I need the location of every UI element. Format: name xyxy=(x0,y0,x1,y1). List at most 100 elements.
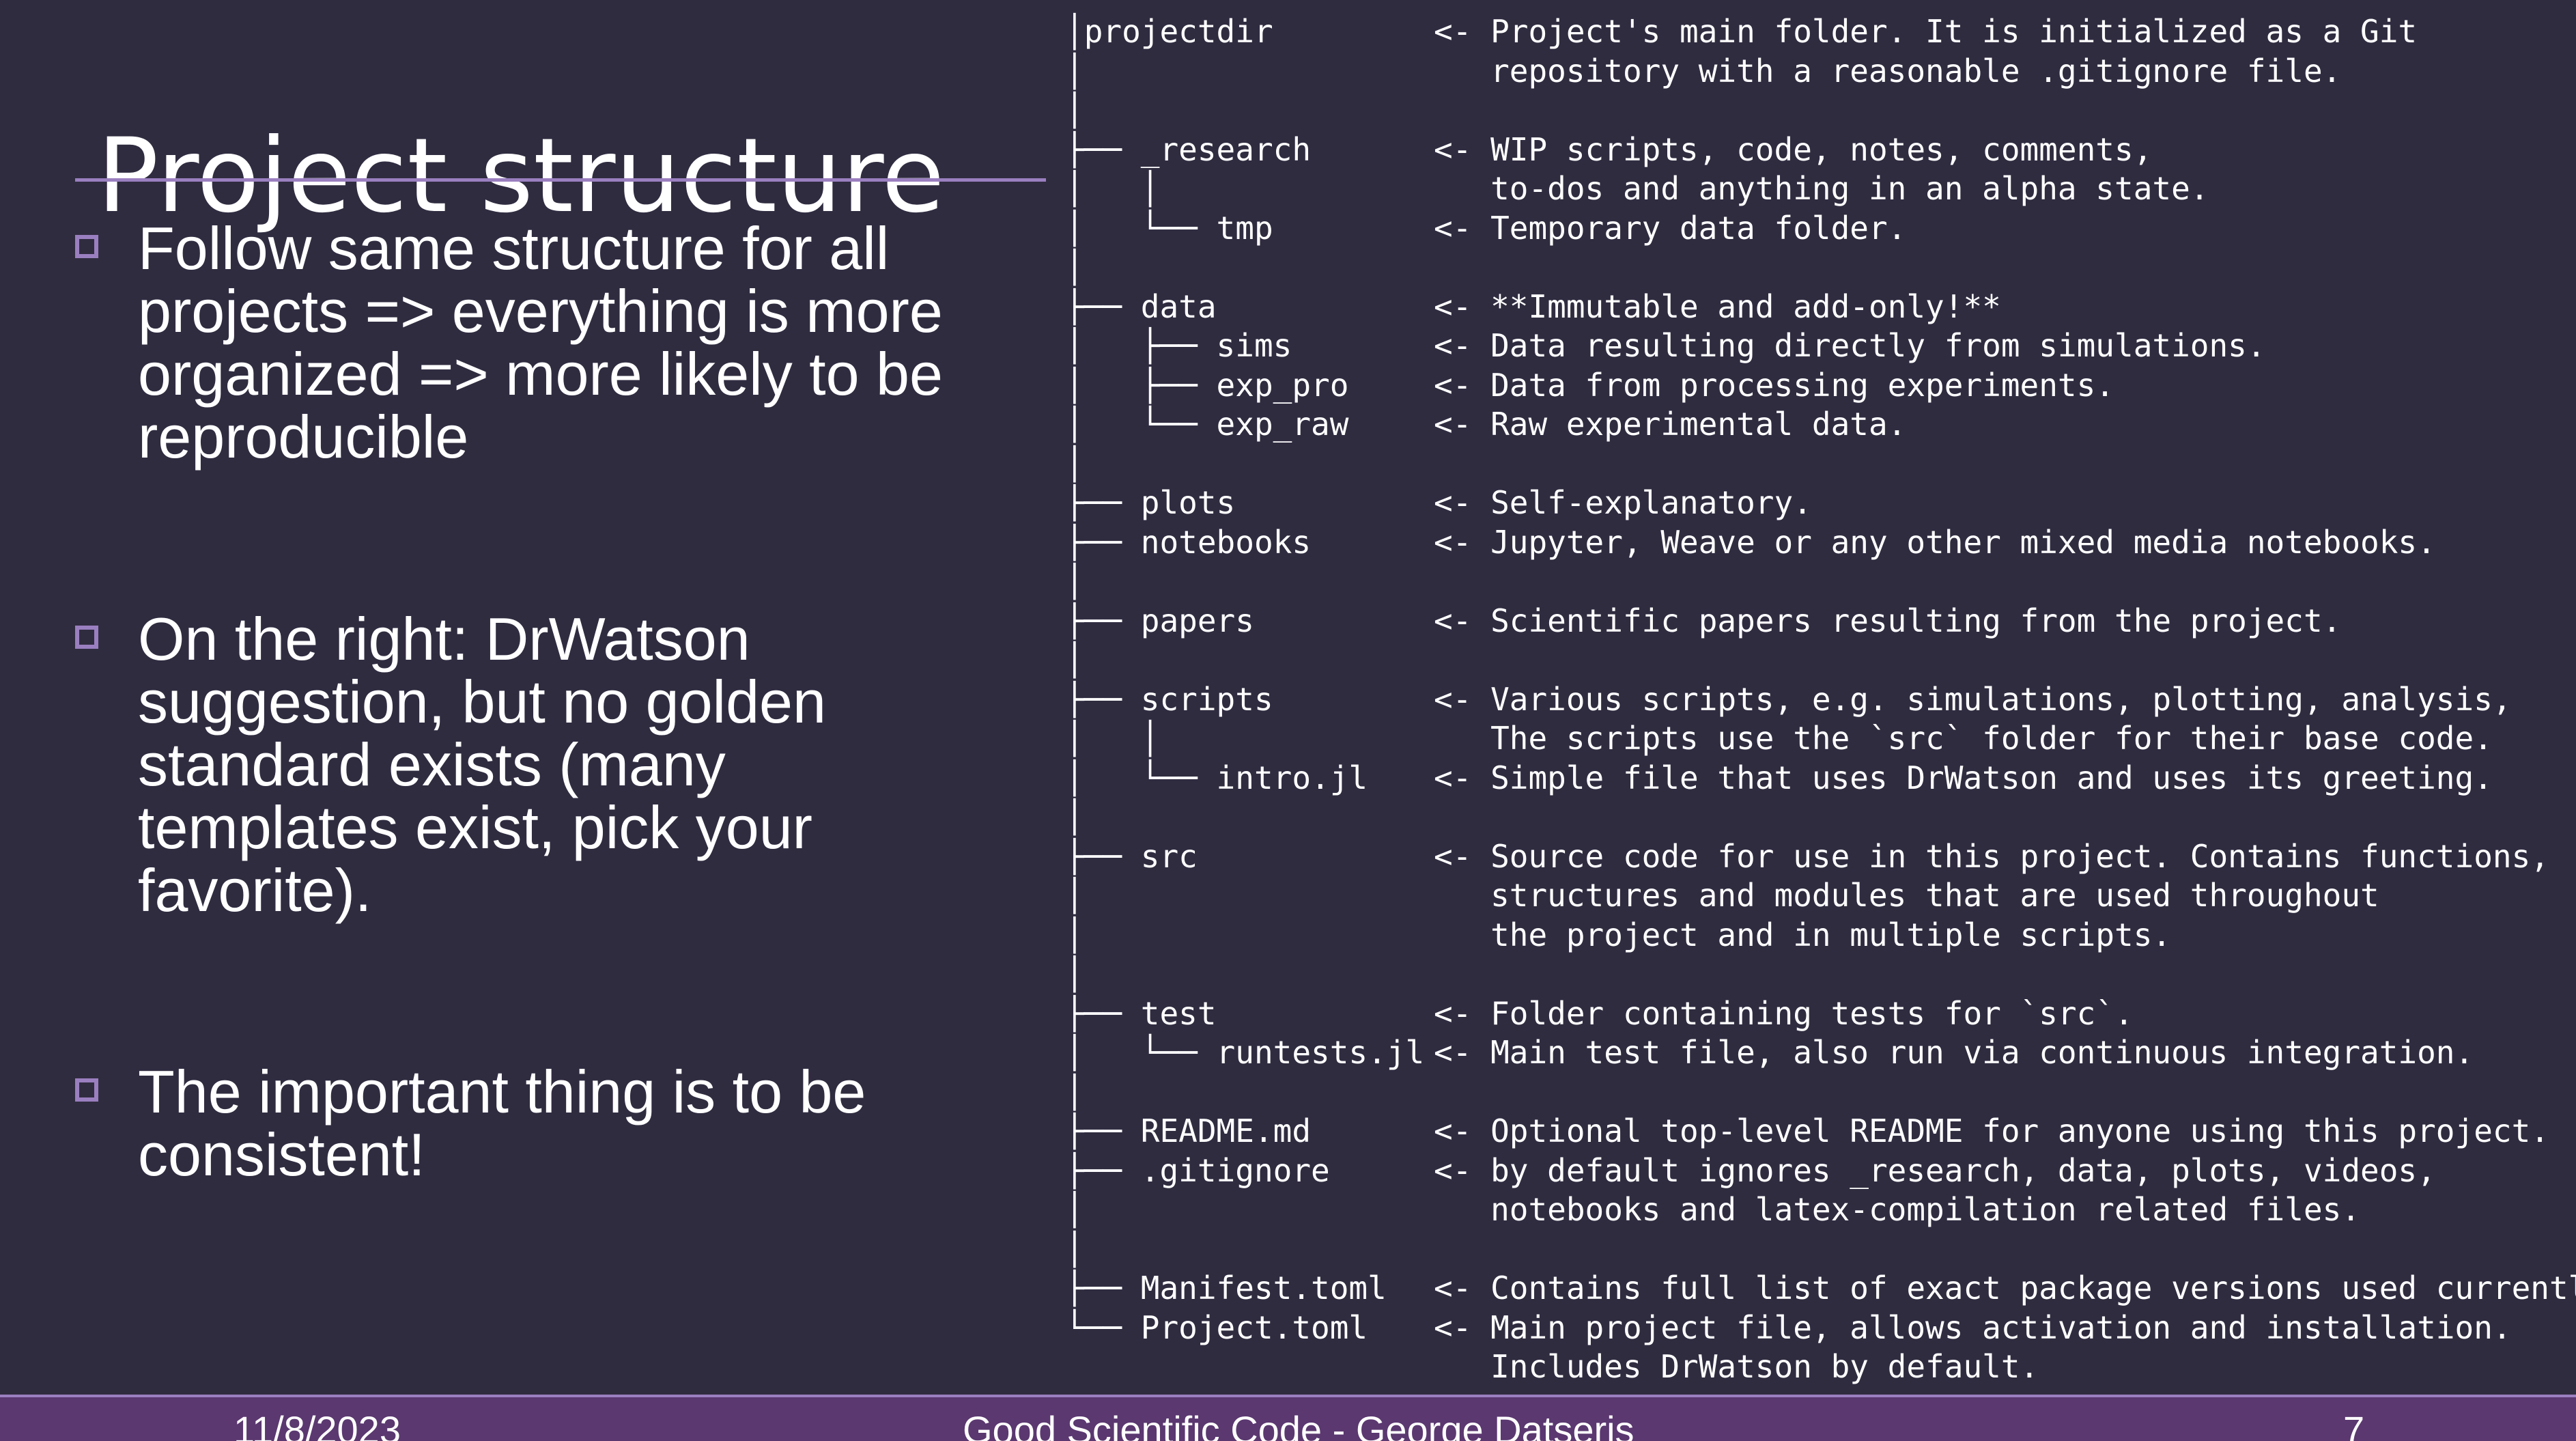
tree-row: │ ├── exp_pro <- Data from processing exp… xyxy=(1065,366,2576,406)
project-tree: │projectdir <- Project's main folder. It … xyxy=(1065,12,2576,1387)
tree-entry-name: ├── test xyxy=(1065,994,1217,1032)
tree-row: │ xyxy=(1065,641,2576,680)
tree-entry-description: The scripts use the `src` folder for the… xyxy=(1434,720,2493,757)
tree-entry-name: │ xyxy=(1065,1230,1084,1268)
tree-entry-name: │ ├── sims xyxy=(1065,327,1292,364)
tree-entry-name: │ └── runtests.jl xyxy=(1065,1034,1425,1071)
tree-row: │projectdir <- Project's main folder. It … xyxy=(1065,12,2576,52)
tree-row: ├── plots <- Self-explanatory. xyxy=(1065,484,2576,523)
tree-entry-name: │ xyxy=(1065,563,1084,600)
slide-title: Project structure xyxy=(97,116,945,236)
tree-entry-name: │ xyxy=(1065,916,1084,953)
tree-entry-name: └── Project.toml xyxy=(1065,1309,1368,1346)
bullet-text: On the right: DrWatson suggestion, but n… xyxy=(138,605,826,924)
tree-entry-name: ├── README.md xyxy=(1065,1113,1312,1149)
tree-entry-name: │ xyxy=(1065,92,1084,128)
tree-entry-name: ├── _research xyxy=(1065,130,1312,168)
tree-entry-description: <- Jupyter, Weave or any other mixed med… xyxy=(1434,523,2436,561)
tree-row: ├── README.md <- Optional top-level READM… xyxy=(1065,1112,2576,1151)
tree-entry-description: <- Main project file, allows activation … xyxy=(1434,1309,2512,1346)
tree-row: │ └── exp_raw<- Raw experimental data. xyxy=(1065,405,2576,445)
bullet-text: Follow same structure for all projects =… xyxy=(138,214,943,471)
tree-row: │ xyxy=(1065,798,2576,837)
tree-entry-description: <- Main test file, also run via continuo… xyxy=(1434,1034,2474,1071)
bullet-square-icon xyxy=(75,1078,98,1102)
tree-entry-description: <- Data resulting directly from simulati… xyxy=(1434,327,2266,364)
tree-row: ├── scripts <- Various scripts, e.g. simu… xyxy=(1065,680,2576,720)
tree-entry-name: │ xyxy=(1065,955,1084,992)
footer-bar: 11/8/2023 Good Scientific Code - George … xyxy=(0,1395,2576,1441)
tree-entry-name: │ └── tmp xyxy=(1065,209,1273,247)
tree-row: Includes DrWatson by default. xyxy=(1065,1347,2576,1387)
tree-row: ├── papers <- Scientific papers resulting… xyxy=(1065,602,2576,641)
bullet-text: The important thing is to be consistent! xyxy=(138,1058,866,1188)
tree-entry-name: ├── plots xyxy=(1065,484,1236,521)
tree-entry-name: ├── data xyxy=(1065,288,1217,325)
tree-entry-description: <- Various scripts, e.g. simulations, pl… xyxy=(1434,680,2512,718)
tree-row: │ xyxy=(1065,955,2576,994)
title-underline xyxy=(75,178,1046,182)
tree-entry-name: │ xyxy=(1065,641,1084,678)
tree-row: ├── test <- Folder containing tests for `… xyxy=(1065,994,2576,1034)
tree-entry-name: ├── papers xyxy=(1065,602,1254,639)
tree-entry-name: │ xyxy=(1065,249,1084,285)
tree-row: │ xyxy=(1065,1230,2576,1270)
tree-row: │ ├── sims <- Data resulting directly fro… xyxy=(1065,326,2576,366)
tree-entry-name: │ xyxy=(1065,798,1084,835)
tree-entry-description: repository with a reasonable .gitignore … xyxy=(1434,52,2342,89)
tree-entry-name: │ └── intro.jl xyxy=(1065,759,1368,796)
tree-entry-name: ├── scripts xyxy=(1065,680,1273,718)
tree-entry-description: <- Project's main folder. It is initiali… xyxy=(1434,13,2418,50)
tree-entry-name: ├── Manifest.toml xyxy=(1065,1270,1387,1306)
tree-entry-description: <- Optional top-level README for anyone … xyxy=(1434,1113,2549,1149)
tree-row: │ └── tmp<- Temporary data folder. xyxy=(1065,209,2576,249)
tree-entry-name: │ │ xyxy=(1065,720,1160,757)
tree-row: │ xyxy=(1065,248,2576,288)
tree-entry-description: <- by default ignores _research, data, p… xyxy=(1434,1151,2436,1189)
tree-entry-name: │ xyxy=(1065,52,1084,89)
tree-entry-description: notebooks and latex-compilation related … xyxy=(1434,1191,2361,1228)
tree-row: │ notebooks and latex-compilation relate… xyxy=(1065,1190,2576,1230)
tree-entry-description: the project and in multiple scripts. xyxy=(1434,916,2172,953)
bullet-square-icon xyxy=(75,235,98,258)
page-number: 7 xyxy=(2343,1408,2365,1441)
tree-entry-description: <- Source code for use in this project. … xyxy=(1434,837,2549,875)
tree-row: │ xyxy=(1065,1073,2576,1113)
tree-row: ├── data <- **Immutable and add-only!** xyxy=(1065,288,2576,327)
bullet-item: The important thing is to be consistent! xyxy=(75,1061,1058,1186)
tree-entry-name: ├── src xyxy=(1065,837,1198,875)
tree-entry-description: <- Contains full list of exact package v… xyxy=(1434,1270,2576,1306)
tree-row: ├── src <- Source code for use in this pr… xyxy=(1065,837,2576,877)
tree-row: ├── _research <- WIP scripts, code, notes… xyxy=(1065,130,2576,170)
bullet-item: Follow same structure for all projects =… xyxy=(75,217,1058,468)
tree-entry-description: <- Data from processing experiments. xyxy=(1434,366,2114,404)
tree-entry-description: to-dos and anything in an alpha state. xyxy=(1434,170,2209,207)
tree-row: │ └── intro.jl <- Simple file that uses D… xyxy=(1065,759,2576,798)
tree-entry-description: <- Raw experimental data. xyxy=(1434,406,1907,443)
tree-row: │ xyxy=(1065,445,2576,484)
tree-entry-description: <- Simple file that uses DrWatson and us… xyxy=(1434,759,2493,796)
tree-entry-name: │projectdir xyxy=(1065,13,1273,50)
tree-entry-name: ├── notebooks xyxy=(1065,523,1312,561)
tree-entry-description: <- WIP scripts, code, notes, comments, xyxy=(1434,130,2153,168)
tree-entry-name: │ xyxy=(1065,445,1084,482)
tree-entry-description: <- Self-explanatory. xyxy=(1434,484,1812,521)
tree-row: │ xyxy=(1065,91,2576,130)
tree-row: │ the project and in multiple scripts. xyxy=(1065,916,2576,955)
bullet-item: On the right: DrWatson suggestion, but n… xyxy=(75,608,1058,922)
tree-row: │ │ to-dos and anything in an alpha stat… xyxy=(1065,169,2576,209)
tree-entry-name: │ xyxy=(1065,877,1084,914)
tree-entry-description: <- Scientific papers resulting from the … xyxy=(1434,602,2342,639)
bullet-square-icon xyxy=(75,626,98,649)
tree-row: │ xyxy=(1065,562,2576,602)
tree-entry-description: structures and modules that are used thr… xyxy=(1434,877,2379,914)
tree-row: │ └── runtests.jl<- Main test file, also… xyxy=(1065,1033,2576,1073)
tree-row: ├── Manifest.toml <- Contains full list o… xyxy=(1065,1269,2576,1309)
tree-row: │ repository with a reasonable .gitignor… xyxy=(1065,52,2576,92)
tree-entry-description: <- Folder containing tests for `src`. xyxy=(1434,994,2134,1032)
tree-entry-description: <- **Immutable and add-only!** xyxy=(1434,288,2001,325)
tree-row: ├── .gitignore<- by default ignores _res… xyxy=(1065,1151,2576,1191)
tree-entry-name: │ ├── exp_pro xyxy=(1065,366,1349,404)
tree-row: └── Project.toml <- Main project file, al… xyxy=(1065,1309,2576,1348)
tree-entry-name: │ xyxy=(1065,1191,1084,1228)
